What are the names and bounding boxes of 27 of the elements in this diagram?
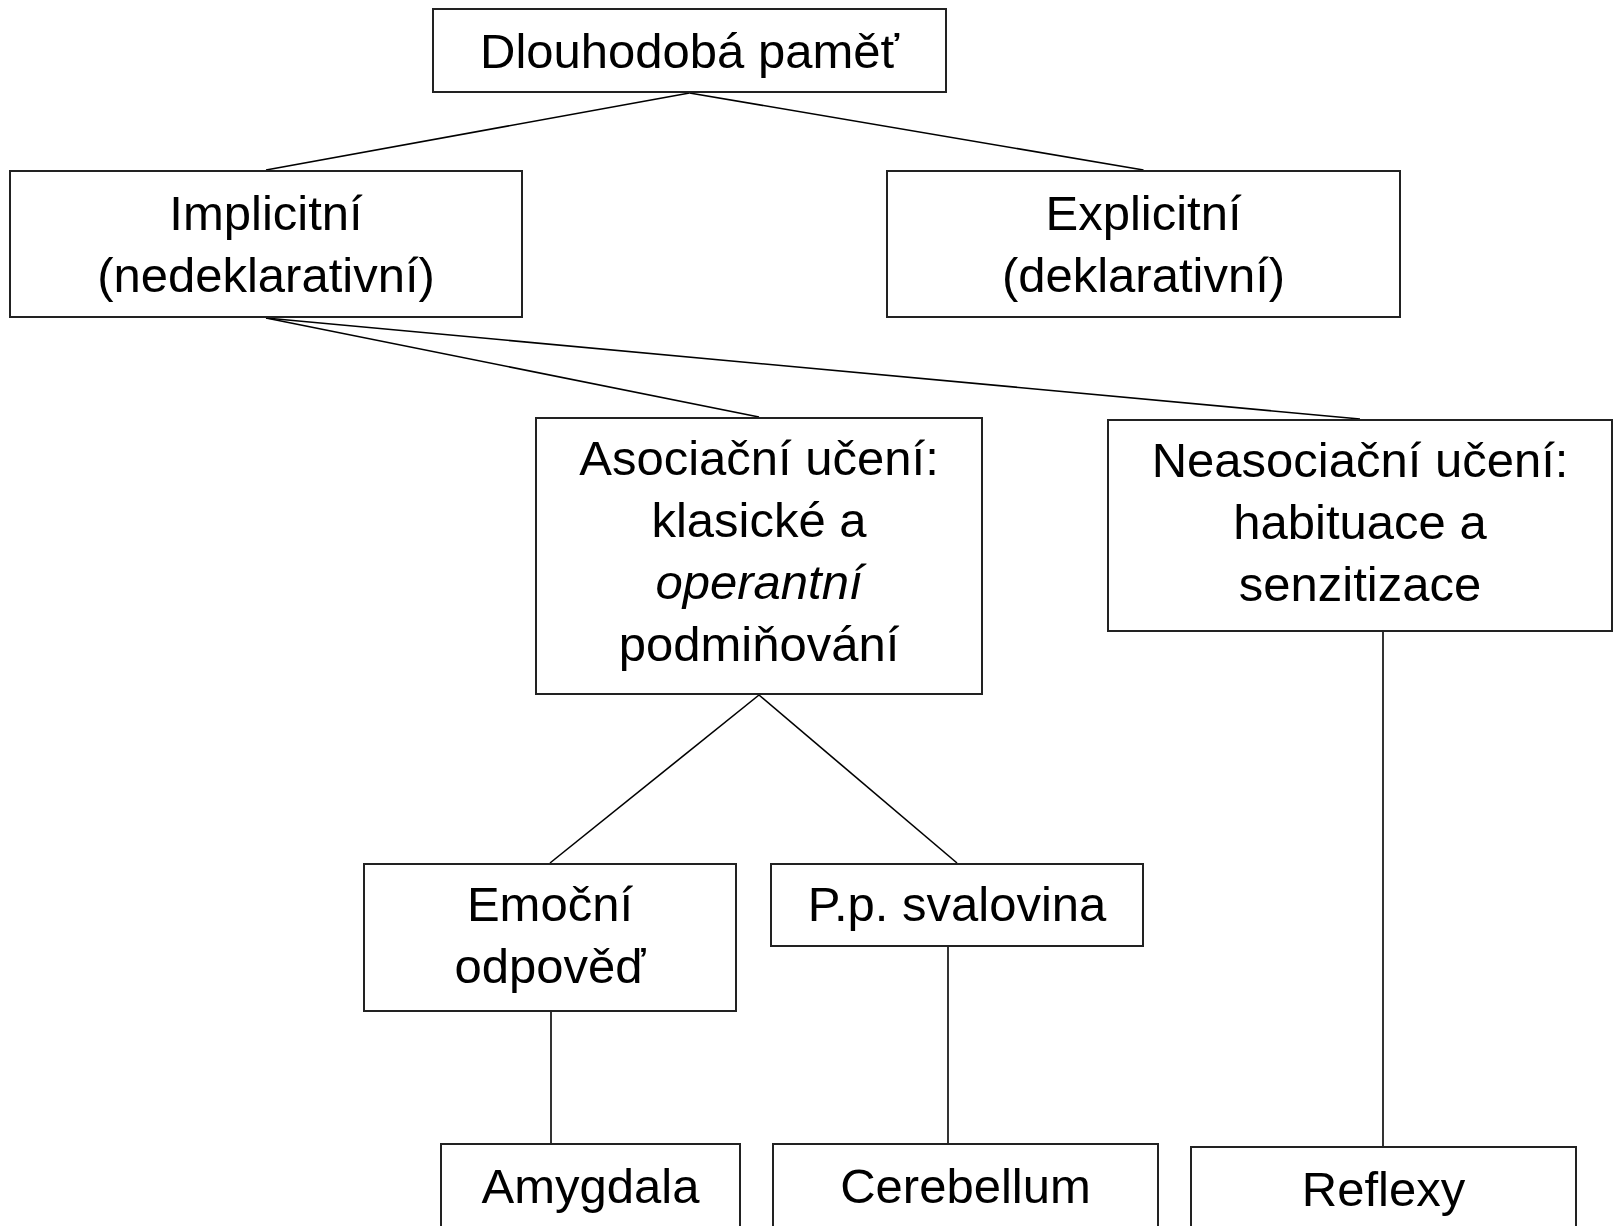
box-label: Implicitní (nedeklarativní) bbox=[96, 185, 436, 304]
concept-box bbox=[772, 1143, 1159, 1226]
box-label: Asociační učení: klasické a operantní podmiňování bbox=[578, 430, 940, 673]
connector-line bbox=[947, 946, 949, 1144]
concept-box bbox=[363, 863, 737, 1012]
connector-line bbox=[549, 694, 760, 864]
concept-box bbox=[1190, 1146, 1577, 1226]
concept-box bbox=[770, 863, 1144, 947]
connector-line bbox=[265, 92, 691, 171]
box-label: P.p. svalovina bbox=[807, 876, 1107, 933]
box-label: Neasociační učení: habituace a senzitizace bbox=[1150, 432, 1570, 613]
box-label: Reflexy bbox=[1301, 1161, 1466, 1218]
concept-box bbox=[9, 170, 523, 318]
box-label: Emoční odpověď bbox=[453, 876, 647, 995]
box-label: Dlouhodobá paměť bbox=[480, 23, 899, 80]
concept-box bbox=[535, 417, 983, 695]
concept-box bbox=[886, 170, 1401, 318]
concept-box bbox=[440, 1143, 741, 1226]
box-label: Amygdala bbox=[481, 1158, 700, 1215]
connector-line bbox=[688, 92, 1145, 171]
concept-box bbox=[1107, 419, 1613, 632]
connector-line bbox=[550, 1011, 552, 1144]
connector-line bbox=[758, 694, 958, 864]
box-label: Explicitní (deklarativní) bbox=[1000, 185, 1287, 304]
connector-line bbox=[1382, 631, 1384, 1147]
box-label: Cerebellum bbox=[840, 1158, 1091, 1215]
concept-box bbox=[432, 8, 947, 93]
